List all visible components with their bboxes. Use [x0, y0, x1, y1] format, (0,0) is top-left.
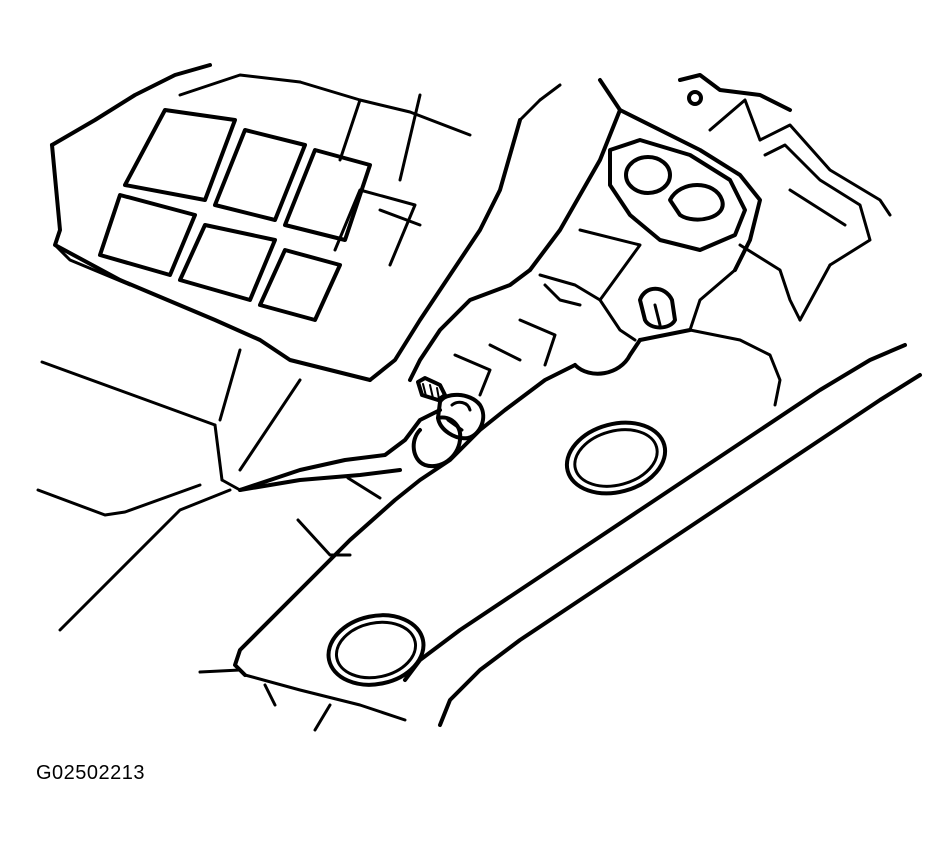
channel-rail	[408, 228, 642, 397]
mount-bracket	[528, 73, 892, 407]
ribbed-cover	[50, 63, 562, 382]
hand	[220, 408, 463, 557]
frame-rail	[198, 328, 922, 732]
left-surface	[36, 348, 302, 632]
figure-id-label: G02502213	[36, 762, 146, 784]
bolt-and-nut	[416, 376, 486, 441]
